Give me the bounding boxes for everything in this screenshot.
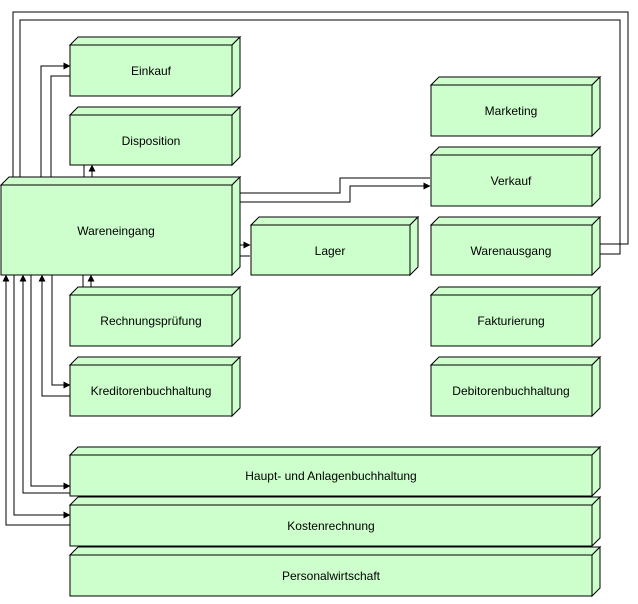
box-fakturierung[interactable]: Fakturierung [429, 285, 602, 348]
connector-wareneingang-verkauf [232, 182, 431, 203]
connector-outer-loop-right [12, 11, 629, 248]
box-label-fakturierung: Fakturierung [477, 314, 544, 328]
connector-outer-loop-left [16, 19, 621, 255]
box-disposition[interactable]: Disposition [68, 105, 242, 167]
box-label-verkauf: Verkauf [491, 174, 532, 188]
box-rechnungspruefung[interactable]: Rechnungsprüfung [68, 285, 242, 348]
box-verkauf[interactable]: Verkauf [429, 145, 602, 208]
box-label-disposition: Disposition [122, 134, 181, 148]
box-label-kreditorenbuchhaltung: Kreditorenbuchhaltung [91, 384, 212, 398]
connector-hauptbuch-wareneingang [19, 274, 70, 494]
connector-wareneingang-einkauf [40, 62, 71, 185]
box-label-kostenrechnung: Kostenrechnung [287, 519, 374, 533]
box-einkauf[interactable]: Einkauf [68, 35, 242, 98]
box-label-debitorenbuchhaltung: Debitorenbuchhaltung [452, 384, 569, 398]
box-haupt-anlagenbuchhaltung[interactable]: Haupt- und Anlagenbuchhaltung [68, 445, 602, 498]
box-warenausgang[interactable]: Warenausgang [429, 215, 602, 277]
connector-kostenrechnung-wareneingang [2, 274, 70, 526]
connector-wareneingang-kostenrechnung [13, 275, 71, 519]
box-label-personalwirtschaft: Personalwirtschaft [282, 569, 381, 583]
connector-kreditoren-wareneingang [38, 274, 70, 397]
box-label-haupt-anlagenbuchhaltung: Haupt- und Anlagenbuchhaltung [245, 469, 416, 483]
box-kostenrechnung[interactable]: Kostenrechnung [68, 495, 602, 548]
box-personalwirtschaft[interactable]: Personalwirtschaft [68, 545, 602, 598]
box-label-rechnungspruefung: Rechnungsprüfung [100, 314, 201, 328]
box-label-marketing: Marketing [485, 104, 538, 118]
connector-einkauf-wareneingang [47, 75, 70, 186]
box-label-lager: Lager [315, 244, 346, 258]
box-debitorenbuchhaltung[interactable]: Debitorenbuchhaltung [429, 355, 602, 418]
connector-verkauf-wareneingang [231, 177, 430, 197]
box-label-wareneingang: Wareneingang [77, 224, 155, 238]
box-lager[interactable]: Lager [249, 215, 420, 277]
connector-wareneingang-hauptbuch [30, 275, 71, 490]
box-label-einkauf: Einkauf [131, 64, 172, 78]
box-kreditorenbuchhaltung[interactable]: Kreditorenbuchhaltung [68, 355, 242, 418]
box-wareneingang[interactable]: Wareneingang [0, 175, 242, 277]
box-marketing[interactable]: Marketing [429, 75, 602, 138]
box-label-warenausgang: Warenausgang [471, 244, 552, 258]
connector-wareneingang-kreditoren [51, 275, 71, 389]
